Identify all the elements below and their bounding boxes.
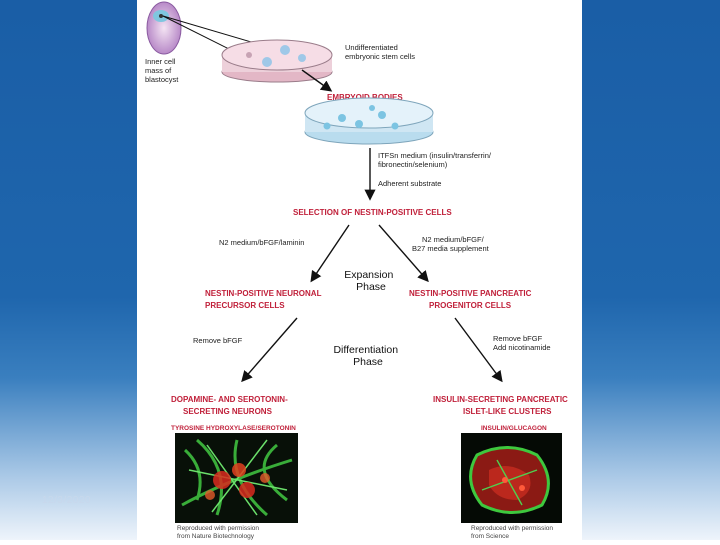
left-medium-label: N2 medium/bFGF/laminin — [219, 238, 304, 247]
adherent-label: Adherent substrate — [378, 179, 441, 188]
stem-cell-dish — [221, 39, 333, 83]
slide-date: 12/3/2020 — [42, 495, 91, 506]
differentiation-phase-label: Differentiation Phase — [333, 340, 402, 368]
left-micrograph-title: TYROSINE HYDROXYLASE/SEROTONIN — [171, 425, 296, 432]
stem-cell-differentiation-diagram: Inner cell mass of blastocyst Undifferen… — [145, 1, 572, 540]
blastocyst-label: Inner cell mass of blastocyst — [145, 51, 180, 84]
medium-label: ITFSn medium (insulin/transferrin/ fibro… — [378, 145, 495, 169]
right-progenitor-heading: NESTIN-POSITIVE PANCREATIC PROGENITOR CE… — [409, 283, 536, 310]
blastocyst-illustration — [146, 1, 182, 55]
embryoid-dish — [304, 97, 434, 145]
diagram-panel: Inner cell mass of blastocyst Undifferen… — [137, 0, 582, 540]
right-result-heading: INSULIN-SECRETING PANCREATIC ISLET-LIKE … — [433, 389, 572, 416]
islet-micrograph — [461, 433, 562, 523]
right-micrograph-title: INSULIN/GLUCAGON — [481, 425, 547, 432]
left-result-heading: DOPAMINE- AND SEROTONIN- SECRETING NEURO… — [171, 389, 292, 416]
right-medium-label: N2 medium/bFGF/ B27 media supplement — [412, 229, 490, 253]
right-credit: Reproduced with permission from Science — [471, 517, 557, 540]
embryoid-bodies-label: EMBRYOID BODIES — [327, 93, 403, 102]
neuron-micrograph — [175, 433, 298, 523]
selection-heading: SELECTION OF NESTIN-POSITIVE CELLS — [293, 208, 452, 217]
left-progenitor-heading: NESTIN-POSITIVE NEURONAL PRECURSOR CELLS — [205, 283, 326, 310]
expansion-phase-label: Expansion Phase — [344, 265, 398, 293]
stem-cells-label: Undifferentiated embryonic stem cells — [345, 37, 415, 61]
right-step-label: Remove bFGF Add nicotinamide — [493, 328, 551, 352]
left-step-label: Remove bFGF — [193, 336, 243, 345]
left-credit: Reproduced with permission from Nature B… — [177, 517, 263, 540]
